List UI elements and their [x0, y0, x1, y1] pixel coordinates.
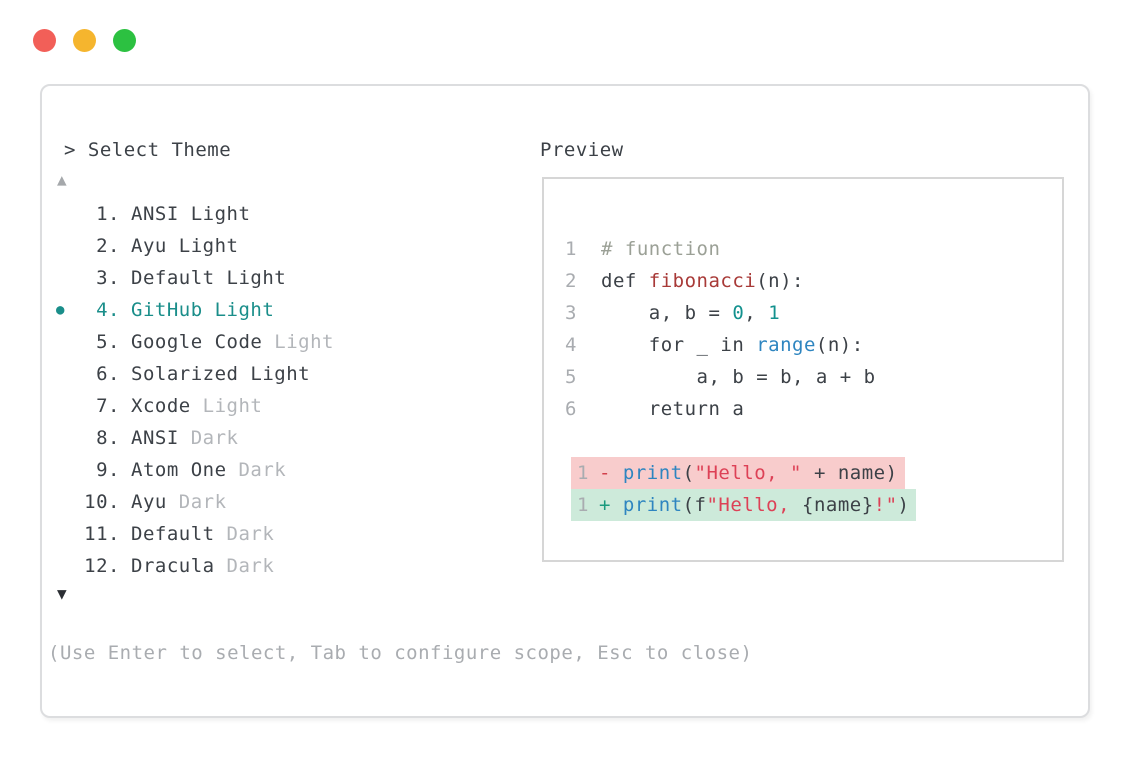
scroll-down-icon[interactable]: ▼: [57, 584, 67, 603]
theme-number: 12.: [84, 555, 120, 577]
theme-list-item[interactable]: 6. Solarized Light: [42, 358, 512, 390]
theme-number: 8.: [96, 427, 120, 449]
code-token: + name): [802, 462, 898, 484]
line-number: 4: [565, 334, 577, 356]
zoom-button-icon[interactable]: [113, 29, 136, 52]
scroll-up-icon[interactable]: ▲: [57, 170, 67, 189]
theme-label: Google Code Light: [131, 331, 334, 353]
theme-number: 5.: [96, 331, 120, 353]
code-token: fibonacci: [648, 270, 757, 292]
code-token: "Hello,: [706, 494, 802, 516]
line-number: 2: [565, 270, 577, 292]
code-token: "Hello, ": [694, 462, 802, 484]
theme-label: Ayu Light: [131, 235, 239, 257]
theme-label: ANSI Dark: [131, 427, 239, 449]
code-token: ): [897, 494, 910, 516]
theme-label: Dracula Dark: [131, 555, 275, 577]
code-token: ,: [744, 302, 769, 324]
theme-number: 6.: [96, 363, 120, 385]
theme-number: 9.: [96, 459, 120, 481]
selected-bullet-icon: ●: [56, 302, 65, 318]
prompt-title: > Select Theme: [64, 139, 232, 161]
theme-list-item[interactable]: 8. ANSI Dark: [42, 422, 512, 454]
keyboard-hint: (Use Enter to select, Tab to configure s…: [48, 642, 753, 664]
code-line: 1 # function: [565, 233, 1062, 265]
code-line: 3 a, b = 0, 1: [565, 297, 1062, 329]
theme-list: 1. ANSI Light 2. Ayu Light 3. Default Light ● 4…: [42, 198, 512, 582]
diff-line-removed: 1- print("Hello, " + name): [571, 457, 905, 489]
code-line: 6 return a: [565, 393, 1062, 425]
theme-list-item[interactable]: 9. Atom One Dark: [42, 454, 512, 486]
code-token: !": [873, 494, 898, 516]
code-token: (n):: [815, 334, 864, 356]
theme-list-item[interactable]: 11. Default Dark: [42, 518, 512, 550]
code-token: for _ in: [601, 334, 757, 356]
theme-list-item[interactable]: ● 4. GitHub Light: [42, 294, 512, 326]
theme-list-item[interactable]: 7. Xcode Light: [42, 390, 512, 422]
theme-label: GitHub Light: [131, 299, 275, 321]
theme-number: 7.: [96, 395, 120, 417]
theme-number: 1.: [96, 203, 120, 225]
diff-line-added: 1 + print(f"Hello, {name}!"): [571, 489, 917, 521]
code-token: # function: [601, 238, 721, 260]
theme-number: 11.: [84, 523, 120, 545]
theme-list-item[interactable]: 10. Ayu Dark: [42, 486, 512, 518]
code-token: (: [682, 462, 695, 484]
line-number: 1: [577, 494, 589, 516]
theme-number: 3.: [96, 267, 120, 289]
code-token: return a: [601, 398, 745, 420]
code-token: +: [599, 494, 623, 516]
code-token: def: [601, 270, 649, 292]
code-token: a, b =: [601, 302, 733, 324]
theme-label: Default Light: [131, 267, 287, 289]
theme-list-item[interactable]: 5. Google Code Light: [42, 326, 512, 358]
code-line: 5 a, b = b, a + b: [565, 361, 1062, 393]
theme-number: 10.: [84, 491, 120, 513]
theme-label: Ayu Dark: [131, 491, 227, 513]
theme-list-item[interactable]: 12. Dracula Dark: [42, 550, 512, 582]
blank-line: [565, 425, 1062, 457]
preview-title: Preview: [540, 139, 624, 161]
code-line: 4 for _ in range(n):: [565, 329, 1062, 361]
code-token: 1: [768, 302, 781, 324]
code-token: (f: [682, 494, 707, 516]
theme-label: ANSI Light: [131, 203, 251, 225]
code-token: print: [622, 494, 683, 516]
theme-list-item[interactable]: 2. Ayu Light: [42, 230, 512, 262]
theme-label: Atom One Dark: [131, 459, 287, 481]
theme-selector-panel: > Select Theme Preview ▲ 1. ANSI Light 2. A…: [40, 84, 1090, 718]
line-number: 5: [565, 366, 577, 388]
diff-lines: 1- print("Hello, " + name)1+ print(f"Hel…: [565, 457, 1062, 521]
code-token: (n):: [756, 270, 804, 292]
theme-number: 2.: [96, 235, 120, 257]
code-token: range: [756, 334, 816, 356]
theme-number: 4.: [96, 299, 120, 321]
line-number: 6: [565, 398, 577, 420]
code-token: {name}: [802, 494, 874, 516]
line-number: 1: [565, 238, 577, 260]
line-number: 1: [577, 462, 589, 484]
theme-label: Xcode Light: [131, 395, 263, 417]
code-line: 2 def fibonacci(n):: [565, 265, 1062, 297]
close-button-icon[interactable]: [33, 29, 56, 52]
window-controls: [33, 29, 136, 52]
theme-label: Solarized Light: [131, 363, 311, 385]
theme-list-item[interactable]: 3. Default Light: [42, 262, 512, 294]
theme-label: Default Dark: [131, 523, 275, 545]
code-token: a, b = b, a + b: [601, 366, 876, 388]
minimize-button-icon[interactable]: [73, 29, 96, 52]
theme-list-item[interactable]: 1. ANSI Light: [42, 198, 512, 230]
code-token: 0: [732, 302, 745, 324]
line-number: 3: [565, 302, 577, 324]
code-token: print: [622, 462, 683, 484]
code-token: -: [599, 462, 623, 484]
